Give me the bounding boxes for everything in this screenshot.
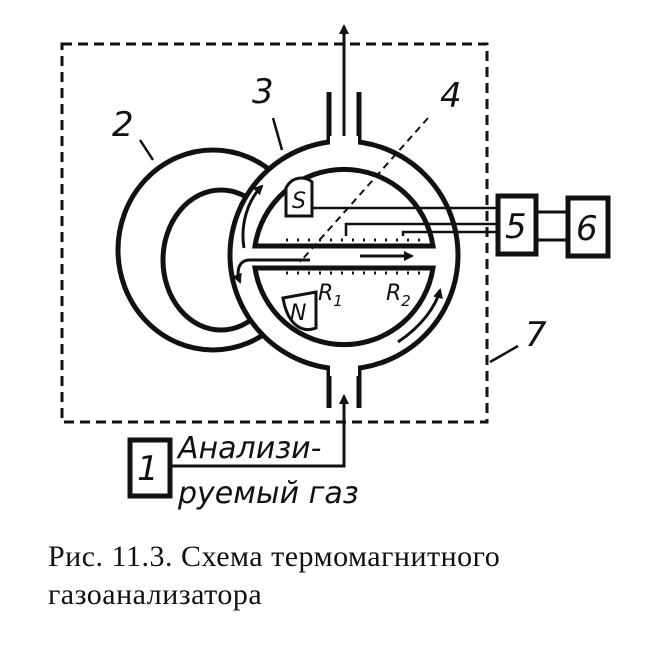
label-3: 3 [252, 72, 274, 112]
r1-label: R1 [318, 281, 343, 310]
leader-4 [299, 117, 429, 263]
r1-letter: R [318, 281, 333, 306]
unit-5-box [495, 193, 539, 257]
n-pole-label: N [290, 301, 306, 326]
leader-7 [489, 344, 519, 364]
wire-3 [401, 230, 500, 236]
leader-3 [271, 117, 284, 151]
s-pole-label: S [292, 189, 306, 214]
gas-label-line1: Анализи- [176, 431, 321, 466]
label-7: 7 [525, 315, 547, 355]
inlet-junction [330, 354, 358, 376]
gas-label-line2: руемый газ [177, 476, 359, 511]
inlet-gas-line [170, 394, 349, 468]
n-pole-outline [281, 290, 318, 331]
leader-2 [138, 139, 155, 161]
flow-arrow-lower-right [397, 288, 443, 344]
r2-label: R2 [386, 281, 411, 310]
r2-subscript: 2 [401, 292, 411, 310]
figure-caption: Рис. 11.3. Схема термомагнитного газоана… [48, 538, 648, 614]
outlet-junction [330, 136, 358, 158]
caption-line-1: Рис. 11.3. Схема термомагнитного [48, 540, 501, 573]
flow-arrow-left [232, 258, 310, 284]
label-5: 5 [505, 207, 527, 247]
r2-letter: R [386, 281, 401, 306]
r1-subscript: 1 [333, 292, 343, 310]
label-2: 2 [112, 105, 134, 145]
label-1: 1 [137, 449, 159, 489]
unit-6-box [565, 195, 611, 259]
label-4: 4 [440, 76, 462, 116]
s-pole-outline [284, 176, 314, 218]
unit-1-box [127, 437, 173, 499]
thermomagnetic-gas-analyzer-diagram: 2 3 4 5 6 7 1 S N R1 R2 Анализи- руемый … [60, 24, 611, 511]
label-6: 6 [576, 209, 598, 249]
caption-line-2: газоанализатора [48, 578, 263, 611]
wire-2 [344, 222, 500, 236]
flow-arrow-upper-left [241, 184, 264, 249]
